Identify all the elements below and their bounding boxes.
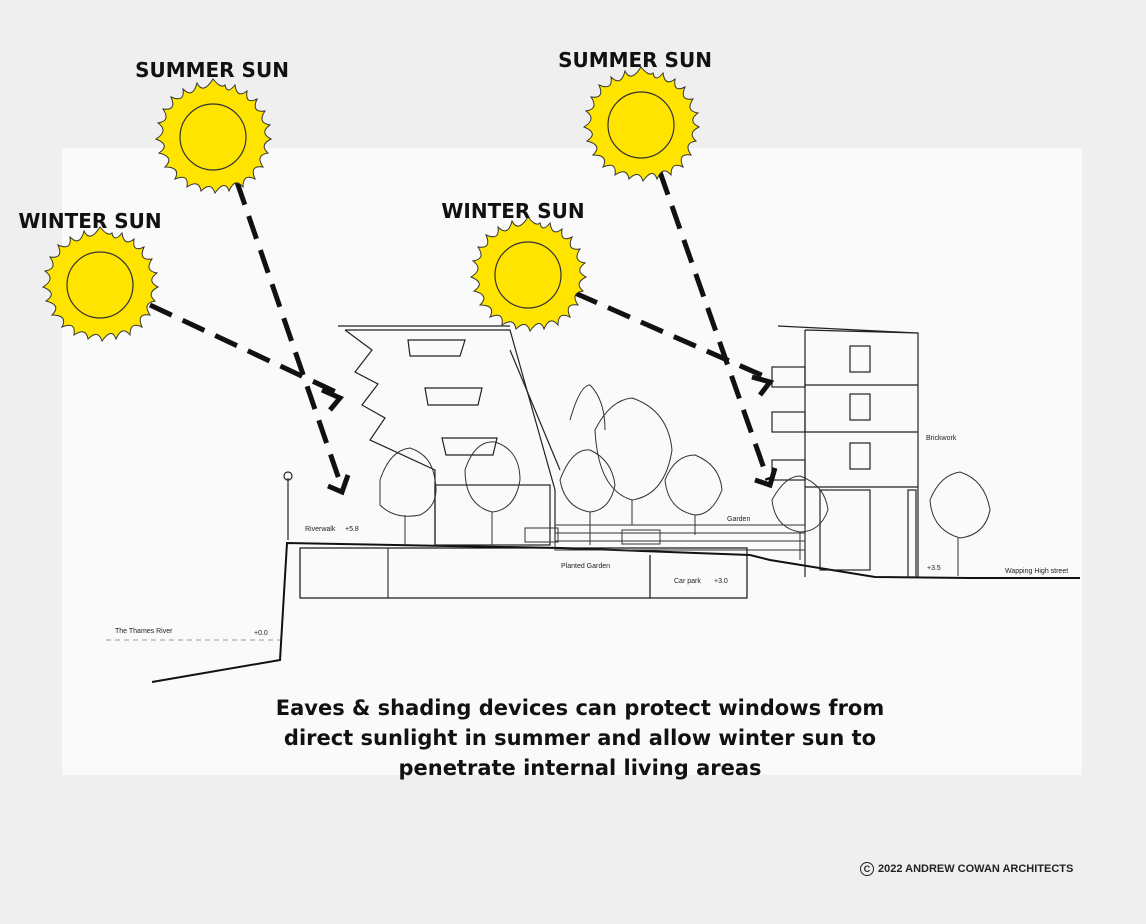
winter-sun-left-icon [42, 226, 159, 342]
caption-line-2: direct sunlight in summer and allow wint… [283, 726, 877, 750]
thames-label: The Thames River [115, 628, 173, 635]
copyright-symbol: C [860, 862, 874, 876]
winter-sun-right-label: WINTER SUN [441, 199, 585, 223]
caption: Eaves & shading devices can protect wind… [230, 693, 930, 783]
summer-ray-left [234, 181, 345, 489]
copyright-text: 2022 ANDREW COWAN ARCHITECTS [878, 863, 1074, 875]
riverwalk-label: Riverwalk [305, 526, 336, 533]
car-park-label: Car park [674, 578, 701, 585]
summer-ray-right [657, 171, 771, 481]
copyright: C 2022 ANDREW COWAN ARCHITECTS [860, 862, 1073, 876]
car-park-level: +3.0 [714, 578, 728, 585]
summer-sun-left-label: SUMMER SUN [135, 58, 289, 82]
winter-sun-right-icon [470, 216, 587, 332]
summer-sun-right-label: SUMMER SUN [558, 48, 712, 72]
summer-sun-left-icon [155, 78, 272, 194]
caption-line-1: Eaves & shading devices can protect wind… [275, 696, 885, 720]
garden-label: Garden [727, 516, 751, 523]
summer-sun-right-icon [583, 66, 700, 182]
thames-level: +0.0 [254, 630, 268, 637]
planted-garden-label: Planted Garden [561, 563, 611, 570]
winter-ray-right [573, 290, 770, 381]
winter-ray-left [148, 302, 340, 396]
caption-line-3: penetrate internal living areas [398, 756, 762, 780]
winter-sun-left-label: WINTER SUN [18, 209, 162, 233]
street-level: +3.5 [927, 565, 941, 572]
riverwalk-level: +5.8 [345, 526, 359, 533]
brickwork-label: Brickwork [926, 435, 957, 442]
street-label: Wapping High street [1005, 568, 1069, 575]
